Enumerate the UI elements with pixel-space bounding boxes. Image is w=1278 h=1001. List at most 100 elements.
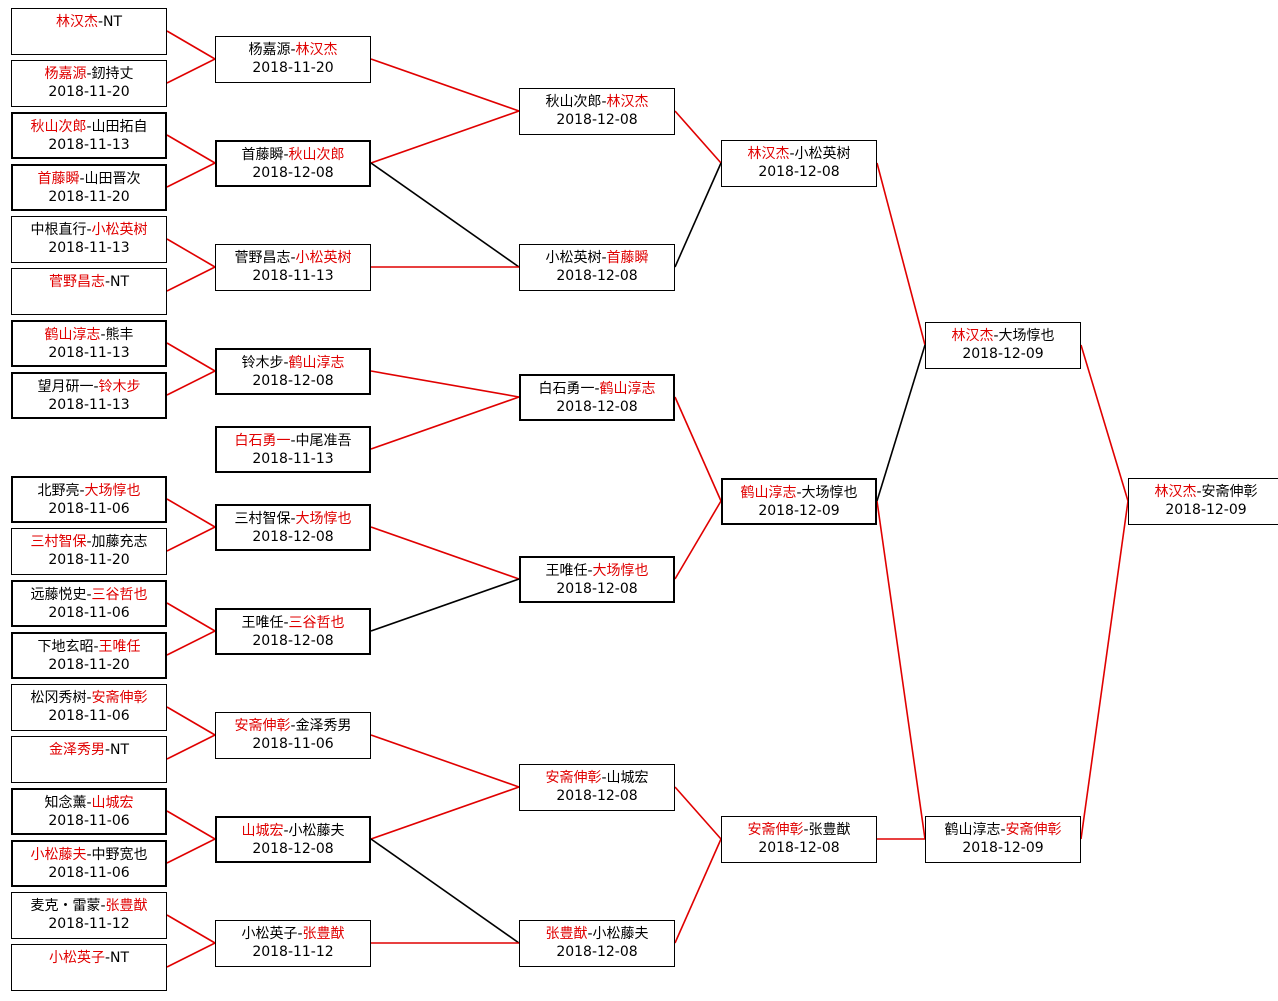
- player-text: 白石勇一-: [538, 381, 600, 397]
- match-date: 2018-11-20: [252, 60, 334, 76]
- match-date: 2018-11-13: [252, 451, 334, 467]
- match-players: 北野亮-大场惇也: [13, 482, 165, 500]
- match-date: 2018-12-08: [252, 165, 334, 181]
- match-date: 2018-12-09: [962, 840, 1044, 856]
- bracket-link: [370, 58, 520, 112]
- match-players: 首藤瞬-秋山次郎: [217, 146, 369, 164]
- player-text: -中尾准吾: [290, 433, 352, 449]
- winner-name: 林汉杰: [747, 146, 790, 162]
- bracket-link: [674, 838, 722, 944]
- winner-name: 铃木步: [98, 379, 141, 395]
- match-date: 2018-12-08: [758, 164, 840, 180]
- player-text: 小松英子-: [241, 926, 303, 942]
- match-players: 白石勇一-中尾准吾: [217, 432, 369, 450]
- match-players: 鹤山淳志-大场惇也: [723, 484, 875, 502]
- bracket-link: [370, 162, 520, 268]
- match-players: 张豊猷-小松藤夫: [520, 925, 674, 943]
- match-players: 林汉杰-NT: [12, 13, 166, 31]
- match-players: 王唯任-三谷哲也: [217, 614, 369, 632]
- match-players: 铃木步-鹤山淳志: [217, 354, 369, 372]
- player-text: -加藤充志: [86, 534, 148, 550]
- player-text: 中根直行-: [30, 222, 92, 238]
- player-text: -山城宏: [601, 770, 649, 786]
- match-players: 远藤悦史-三谷哲也: [13, 586, 165, 604]
- match-players: 杨嘉源-林汉杰: [216, 41, 370, 59]
- match-date: 2018-11-20: [48, 657, 130, 673]
- winner-name: 林汉杰: [606, 94, 649, 110]
- match-date: 2018-12-09: [1165, 502, 1247, 518]
- match-players: 白石勇一-鹤山淳志: [521, 380, 673, 398]
- player-text: 松冈秀树-: [30, 690, 92, 706]
- winner-name: 小松英树: [91, 222, 148, 238]
- player-text: 杨嘉源-: [248, 42, 296, 58]
- player-text: 知念薰-: [44, 795, 92, 811]
- bracket-link: [674, 162, 722, 268]
- bracket-link: [674, 396, 722, 502]
- player-text: -张豊猷: [803, 822, 851, 838]
- match-r1-06: 菅野昌志-NT: [11, 268, 167, 315]
- bracket-link: [166, 370, 216, 396]
- winner-name: 首藤瞬: [37, 171, 80, 187]
- match-date: 2018-11-13: [48, 345, 130, 361]
- match-date: 2018-11-06: [48, 605, 130, 621]
- match-players: 菅野昌志-NT: [12, 273, 166, 291]
- bracket-link: [166, 162, 216, 188]
- match-date: 2018-12-09: [962, 346, 1044, 362]
- bracket-link: [674, 500, 722, 580]
- match-players: 三村智保-加藤充志: [12, 533, 166, 551]
- match-date: 2018-11-12: [252, 944, 334, 960]
- player-text: -NT: [97, 14, 123, 30]
- player-text: -小松藤夫: [283, 823, 345, 839]
- match-players: 麦克・雷蒙-张豊猷: [12, 897, 166, 915]
- player-text: -熊丰: [100, 327, 134, 343]
- bracket-link: [674, 786, 722, 840]
- match-date: 2018-12-08: [556, 112, 638, 128]
- bracket-link: [370, 734, 520, 788]
- player-text: 下地玄昭-: [37, 639, 99, 655]
- match-date: 2018-12-08: [556, 944, 638, 960]
- winner-name: 安斋伸彰: [747, 822, 804, 838]
- match-r1-12: 下地玄昭-王唯任 2018-11-20: [11, 632, 167, 679]
- bracket-link: [166, 498, 216, 528]
- match-date: 2018-12-08: [556, 268, 638, 284]
- winner-name: 王唯任: [98, 639, 141, 655]
- winner-name: 林汉杰: [55, 14, 98, 30]
- bracket-link: [370, 578, 520, 632]
- match-date: 2018-12-08: [252, 373, 334, 389]
- match-players: 望月研一-铃木步: [13, 378, 165, 396]
- match-date: 2018-11-13: [48, 240, 130, 256]
- bracket-link: [876, 344, 926, 502]
- match-r1-14: 金泽秀男-NT: [11, 736, 167, 783]
- winner-name: 秋山次郎: [288, 147, 345, 163]
- bracket-link: [166, 838, 216, 864]
- winner-name: 安斋伸彰: [91, 690, 148, 706]
- bracket-link: [166, 942, 216, 968]
- match-players: 中根直行-小松英树: [12, 221, 166, 239]
- player-text: 北野亮-: [37, 483, 85, 499]
- player-text: 王唯任-: [545, 563, 593, 579]
- match-players: 知念薰-山城宏: [13, 794, 165, 812]
- winner-name: 张豊猷: [105, 898, 148, 914]
- bracket-link: [166, 734, 216, 760]
- match-players: 菅野昌志-小松英树: [216, 249, 370, 267]
- match-date: 2018-11-20: [48, 84, 130, 100]
- winner-name: 山城宏: [91, 795, 134, 811]
- bracket-link: [370, 786, 520, 840]
